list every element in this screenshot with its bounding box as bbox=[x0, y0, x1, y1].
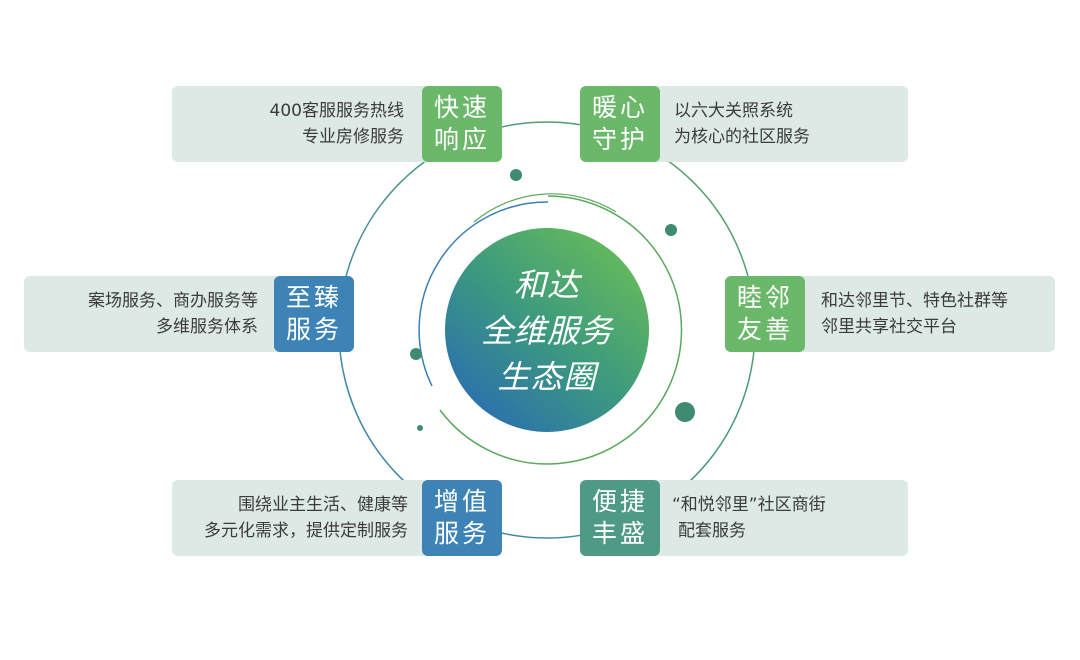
card-bianjie-desc: “和悦邻里”社区商街 配套服务 bbox=[672, 492, 826, 544]
desc-line: 案场服务、商办服务等 bbox=[88, 291, 258, 311]
tag-line: 增值 bbox=[433, 487, 490, 516]
desc-line: 400客服服务热线 bbox=[269, 101, 404, 121]
tag-line: 服务 bbox=[433, 519, 490, 548]
center-title-line2: 全维服务 bbox=[480, 312, 613, 350]
tag-line: 守护 bbox=[591, 125, 648, 154]
desc-line: 为核心的社区服务 bbox=[674, 127, 810, 147]
tag-line: 友善 bbox=[736, 315, 793, 344]
tag-bianjie: 便捷 丰盛 bbox=[580, 480, 660, 556]
decor-dot bbox=[675, 402, 695, 422]
tag-line: 睦邻 bbox=[736, 283, 793, 312]
card-nuanxin-desc: 以六大关照系统 为核心的社区服务 bbox=[674, 98, 810, 150]
inner-arc-green bbox=[439, 195, 683, 465]
tag-line: 暖心 bbox=[591, 93, 648, 122]
desc-line: 邻里共享社交平台 bbox=[821, 317, 957, 337]
desc-line: 围绕业主生活、健康等 bbox=[238, 495, 408, 515]
desc-line: 多元化需求，提供定制服务 bbox=[204, 521, 408, 541]
tag-line: 丰盛 bbox=[591, 519, 648, 548]
center-title-line3: 生态圈 bbox=[497, 358, 597, 396]
center-title-line1: 和达 bbox=[513, 266, 580, 304]
tag-line: 便捷 bbox=[591, 487, 648, 516]
decor-dot bbox=[417, 425, 423, 431]
tag-line: 至臻 bbox=[285, 283, 342, 312]
decor-dot bbox=[665, 224, 677, 236]
decor-dot bbox=[510, 169, 522, 181]
tag-kuaisu: 快速 响应 bbox=[422, 86, 502, 162]
tag-zengzhi: 增值 服务 bbox=[422, 480, 502, 556]
tag-zhizhen: 至臻 服务 bbox=[274, 276, 354, 352]
tag-mulin: 睦邻 友善 bbox=[725, 276, 805, 352]
inner-arc-green-2 bbox=[473, 193, 617, 223]
card-zhizhen-desc: 案场服务、商办服务等 多维服务体系 bbox=[88, 288, 258, 340]
card-zengzhi-desc: 围绕业主生活、健康等 多元化需求，提供定制服务 bbox=[204, 492, 408, 544]
desc-line: “和悦邻里”社区商街 bbox=[672, 495, 826, 515]
desc-line: 配套服务 bbox=[678, 521, 746, 541]
desc-line: 专业房修服务 bbox=[302, 127, 404, 147]
card-mulin-desc: 和达邻里节、特色社群等 邻里共享社交平台 bbox=[821, 288, 1008, 340]
tag-nuanxin: 暖心 守护 bbox=[580, 86, 660, 162]
tag-line: 响应 bbox=[433, 125, 490, 154]
desc-line: 多维服务体系 bbox=[156, 317, 258, 337]
tag-line: 快速 bbox=[433, 93, 490, 122]
tag-line: 服务 bbox=[285, 315, 342, 344]
desc-line: 以六大关照系统 bbox=[674, 101, 793, 121]
decor-dot bbox=[410, 348, 422, 360]
center-circle bbox=[445, 228, 649, 432]
card-kuaisu-desc: 400客服服务热线 专业房修服务 bbox=[270, 98, 404, 150]
center-title: 和达 全维服务 生态圈 bbox=[444, 228, 650, 434]
desc-line: 和达邻里节、特色社群等 bbox=[821, 291, 1008, 311]
